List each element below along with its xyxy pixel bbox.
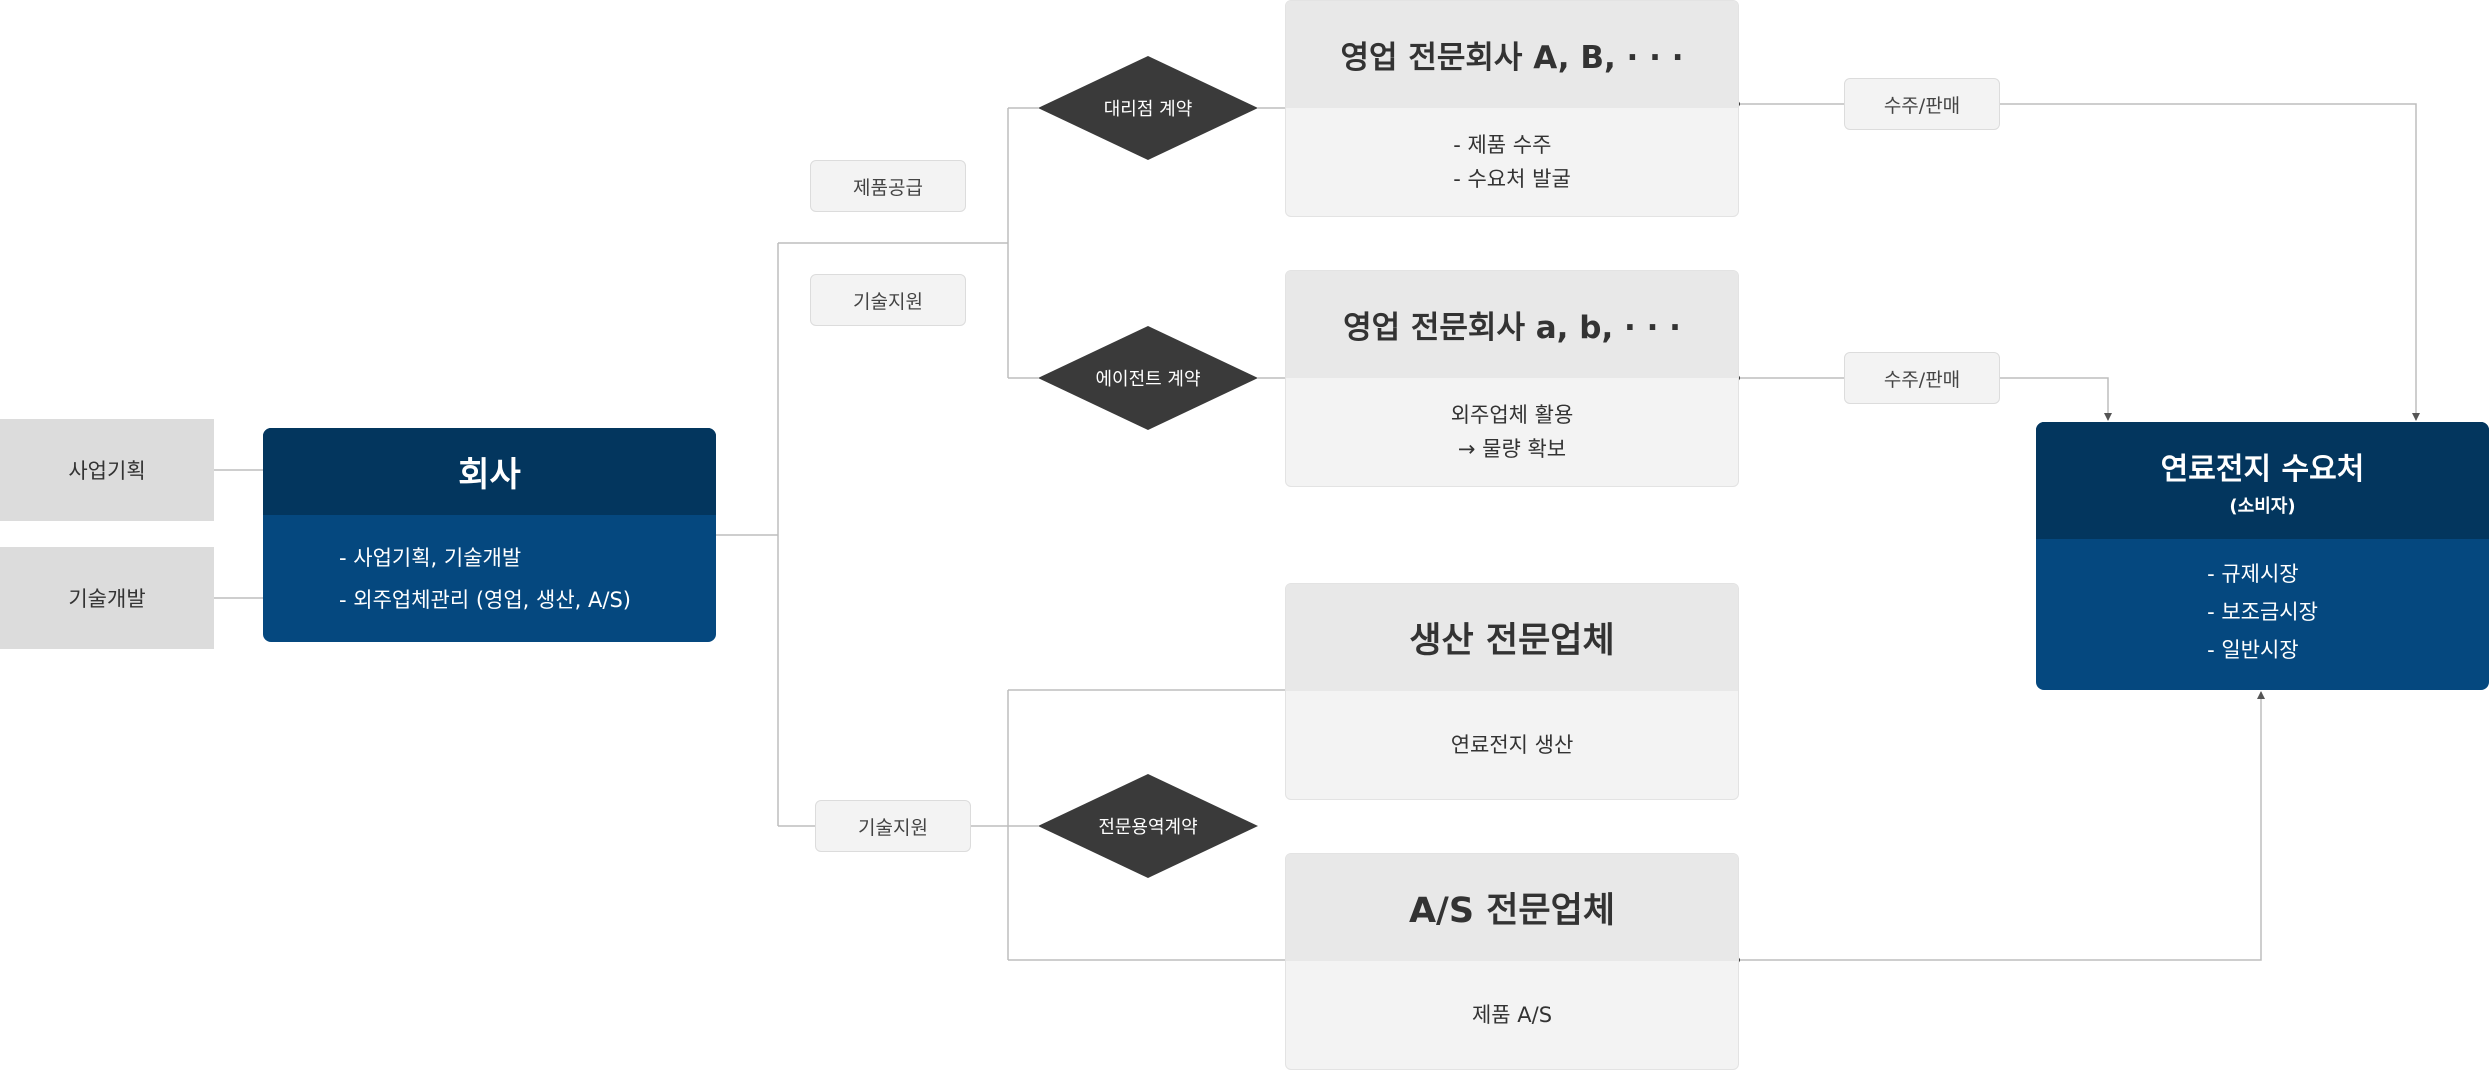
- after-service-company-body: 제품 A/S: [1286, 961, 1738, 1068]
- sales-company-a-title: 영업 전문회사 A, B, · · ·: [1286, 1, 1738, 108]
- sales-company-b-card: 영업 전문회사 a, b, · · · 외주업체 활용 → 물량 확보: [1285, 270, 1739, 487]
- company-item: - 외주업체관리 (영업, 생산, A/S): [339, 588, 631, 612]
- product-supply-label: 제품공급: [810, 160, 966, 212]
- sales-company-b-line: 외주업체 활용: [1450, 402, 1574, 427]
- sales-company-a-line: - 수요처 발굴: [1453, 166, 1571, 191]
- consumer-item: - 일반시장: [2207, 638, 2299, 662]
- sales-company-b-title: 영업 전문회사 a, b, · · ·: [1286, 271, 1738, 378]
- sales-company-a-body: - 제품 수주 - 수요처 발굴: [1286, 108, 1738, 215]
- connector-sales-a-to-consumer: [1998, 103, 2420, 421]
- sales-company-a-card: 영업 전문회사 A, B, · · · - 제품 수주 - 수요처 발굴: [1285, 0, 1739, 217]
- tech-support-label-upper: 기술지원: [810, 274, 966, 326]
- after-service-company-card: A/S 전문업체 제품 A/S: [1285, 853, 1739, 1070]
- production-company-card: 생산 전문업체 연료전지 생산: [1285, 583, 1739, 800]
- company-box: 회사 - 사업기획, 기술개발 - 외주업체관리 (영업, 생산, A/S): [263, 428, 716, 642]
- tech-development-box: 기술개발: [0, 547, 214, 649]
- company-title: 회사: [263, 428, 716, 515]
- business-planning-box: 사업기획: [0, 419, 214, 521]
- tech-support-label-lower: 기술지원: [815, 800, 971, 852]
- consumer-item: - 보조금시장: [2207, 600, 2318, 624]
- consumer-title: 연료전지 수요처: [2160, 451, 2365, 487]
- consumer-items: - 규제시장 - 보조금시장 - 일반시장: [2036, 539, 2489, 669]
- consumer-box: 연료전지 수요처 (소비자) - 규제시장 - 보조금시장 - 일반시장: [2036, 422, 2489, 690]
- connector-sales-b-to-consumer: [1998, 377, 2112, 421]
- production-company-body: 연료전지 생산: [1286, 691, 1738, 798]
- sales-company-b-line: → 물량 확보: [1457, 436, 1567, 461]
- consumer-header: 연료전지 수요처 (소비자): [2036, 422, 2489, 539]
- after-service-company-line: 제품 A/S: [1471, 1002, 1553, 1027]
- consumer-subtitle: (소비자): [2229, 495, 2296, 517]
- production-company-line: 연료전지 생산: [1450, 732, 1574, 757]
- order-sale-label-lower: 수주/판매: [1844, 352, 2000, 404]
- sales-company-b-body: 외주업체 활용 → 물량 확보: [1286, 378, 1738, 485]
- company-items: - 사업기획, 기술개발 - 외주업체관리 (영업, 생산, A/S): [263, 515, 716, 621]
- after-service-company-title: A/S 전문업체: [1286, 854, 1738, 961]
- company-item: - 사업기획, 기술개발: [339, 546, 522, 570]
- sales-company-a-line: - 제품 수주: [1453, 132, 1552, 157]
- order-sale-label-upper: 수주/판매: [1844, 78, 2000, 130]
- production-company-title: 생산 전문업체: [1286, 584, 1738, 691]
- consumer-item: - 규제시장: [2207, 562, 2299, 586]
- connector-after-service-to-consumer: [1737, 691, 2265, 961]
